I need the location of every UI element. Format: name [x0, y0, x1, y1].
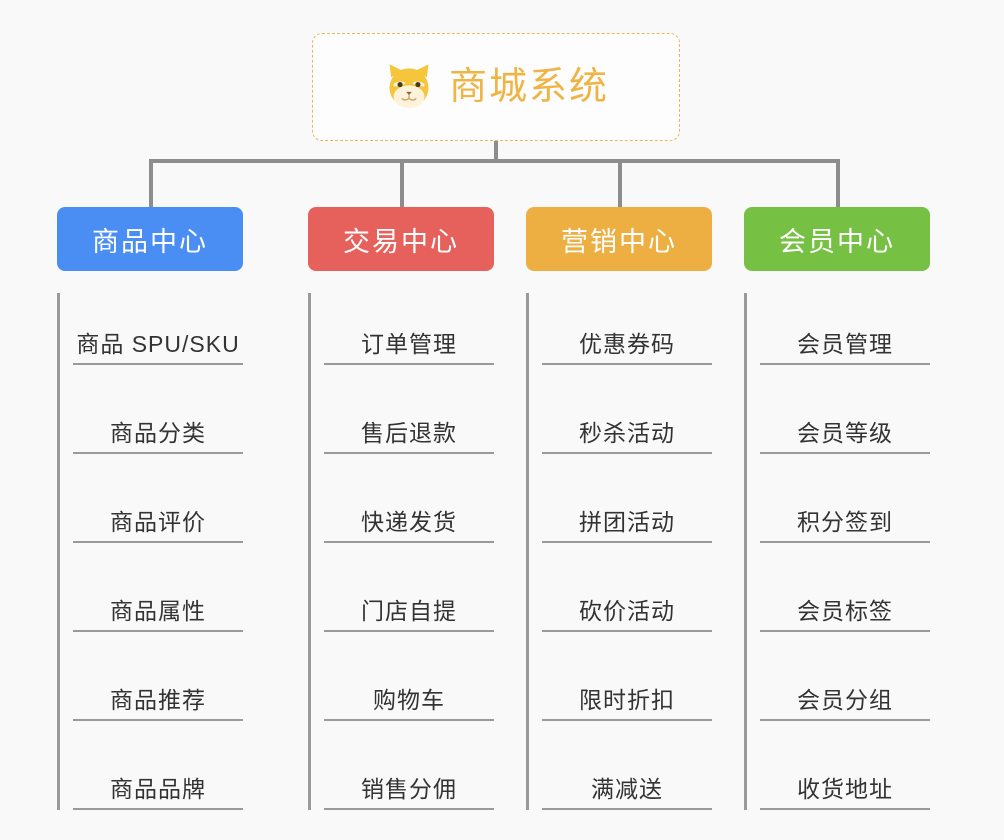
sub-item[interactable]: 优惠券码: [542, 293, 712, 365]
sub-item[interactable]: 满减送: [542, 721, 712, 810]
sub-item[interactable]: 快递发货: [324, 454, 494, 543]
branch-sublist-3: 优惠券码 秒杀活动 拼团活动 砍价活动 限时折扣 满减送: [526, 293, 712, 810]
branch-header-label-3: 营销中心: [561, 226, 677, 257]
sub-item[interactable]: 会员管理: [760, 293, 930, 365]
sub-item-label: 商品属性: [110, 598, 206, 624]
branch-column-2: 交易中心 订单管理 售后退款 快递发货 门店自提 购物车 销售分佣: [308, 207, 494, 810]
sub-item-label: 商品分类: [110, 420, 206, 446]
sub-item-label: 砍价活动: [579, 598, 675, 624]
sub-item[interactable]: 商品 SPU/SKU: [73, 293, 243, 365]
sub-item[interactable]: 会员等级: [760, 365, 930, 454]
sub-item-label: 会员分组: [797, 687, 893, 713]
sub-item-label: 会员标签: [797, 598, 893, 624]
sub-item[interactable]: 门店自提: [324, 543, 494, 632]
sub-item-label: 优惠券码: [579, 331, 675, 357]
sub-item[interactable]: 拼团活动: [542, 454, 712, 543]
branch-header-3[interactable]: 营销中心: [526, 207, 712, 271]
sub-item[interactable]: 商品评价: [73, 454, 243, 543]
connector-drop-2: [400, 159, 404, 207]
sub-item[interactable]: 限时折扣: [542, 632, 712, 721]
branch-sublist-1: 商品 SPU/SKU 商品分类 商品评价 商品属性 商品推荐 商品品牌: [57, 293, 243, 810]
branch-header-4[interactable]: 会员中心: [744, 207, 930, 271]
sub-item-label: 积分签到: [797, 509, 893, 535]
branch-header-label-1: 商品中心: [92, 226, 208, 257]
sub-item[interactable]: 商品品牌: [73, 721, 243, 810]
shiba-dog-icon: [389, 64, 429, 109]
sub-item-label: 订单管理: [361, 331, 457, 357]
sub-item-label: 商品推荐: [110, 687, 206, 713]
sub-item[interactable]: 购物车: [324, 632, 494, 721]
branch-column-3: 营销中心 优惠券码 秒杀活动 拼团活动 砍价活动 限时折扣 满减送: [526, 207, 712, 810]
sub-item-label: 商品品牌: [110, 776, 206, 802]
sub-item-label: 满减送: [591, 776, 663, 802]
sub-item-label: 销售分佣: [361, 776, 457, 802]
branch-sublist-2: 订单管理 售后退款 快递发货 门店自提 购物车 销售分佣: [308, 293, 494, 810]
branch-column-1: 商品中心 商品 SPU/SKU 商品分类 商品评价 商品属性 商品推荐 商品品牌: [57, 207, 243, 810]
sub-item[interactable]: 秒杀活动: [542, 365, 712, 454]
connector-root-stem: [494, 141, 498, 162]
branch-header-label-2: 交易中心: [343, 226, 459, 257]
connector-horizontal-bus: [149, 159, 840, 163]
sub-item[interactable]: 会员标签: [760, 543, 930, 632]
sub-item-label: 拼团活动: [579, 509, 675, 535]
sub-item-label: 购物车: [373, 687, 445, 713]
sub-item-label: 售后退款: [361, 420, 457, 446]
sub-item-label: 门店自提: [361, 598, 457, 624]
sub-item[interactable]: 商品属性: [73, 543, 243, 632]
branch-sublist-4: 会员管理 会员等级 积分签到 会员标签 会员分组 收货地址: [744, 293, 930, 810]
sub-item[interactable]: 会员分组: [760, 632, 930, 721]
sub-item-label: 会员管理: [797, 331, 893, 357]
sub-item[interactable]: 收货地址: [760, 721, 930, 810]
connector-drop-3: [618, 159, 622, 207]
sub-item[interactable]: 售后退款: [324, 365, 494, 454]
sub-item-label: 商品评价: [110, 509, 206, 535]
sub-item-label: 商品 SPU/SKU: [76, 331, 240, 357]
sub-item-label: 秒杀活动: [579, 420, 675, 446]
sub-item-label: 收货地址: [797, 776, 893, 802]
branch-header-2[interactable]: 交易中心: [308, 207, 494, 271]
root-node[interactable]: 商城系统: [312, 33, 680, 141]
branch-header-label-4: 会员中心: [779, 226, 895, 257]
sub-item[interactable]: 商品分类: [73, 365, 243, 454]
sub-item[interactable]: 商品推荐: [73, 632, 243, 721]
root-title: 商城系统: [448, 66, 609, 108]
branch-column-4: 会员中心 会员管理 会员等级 积分签到 会员标签 会员分组 收货地址: [744, 207, 930, 810]
connector-drop-4: [836, 159, 840, 207]
sub-item-label: 限时折扣: [579, 687, 675, 713]
sub-item-label: 快递发货: [361, 509, 457, 535]
sub-item-label: 会员等级: [797, 420, 893, 446]
sub-item[interactable]: 砍价活动: [542, 543, 712, 632]
sub-item[interactable]: 积分签到: [760, 454, 930, 543]
connector-drop-1: [149, 159, 153, 207]
branch-header-1[interactable]: 商品中心: [57, 207, 243, 271]
sub-item[interactable]: 订单管理: [324, 293, 494, 365]
sub-item[interactable]: 销售分佣: [324, 721, 494, 810]
